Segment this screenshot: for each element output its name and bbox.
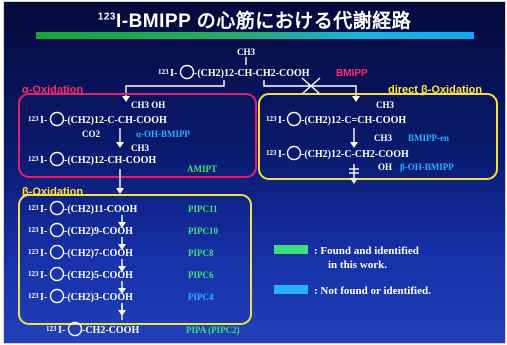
- arrow-head-alpha: [122, 96, 130, 102]
- beta-row-arrow-head: [118, 222, 126, 228]
- pipa-isotope: 123: [46, 325, 57, 333]
- beta-row-benzene-icon: [49, 244, 65, 260]
- beta-row-isotope: 123: [28, 204, 39, 212]
- direct-r1-isotope: 123: [266, 115, 277, 123]
- beta-row-arrow-head: [118, 266, 126, 272]
- direct-r2-iodine: I-: [278, 149, 285, 160]
- beta-row-isotope: 123: [28, 226, 39, 234]
- alpha-r1-sub: CH3 OH: [131, 100, 165, 110]
- beta-row-chain: -(CH2)5-COOH: [64, 270, 133, 281]
- pathway-diagram: CH3 123 I- -(CH2)12-CH-CH2-COOH BMIPP α-…: [18, 47, 498, 337]
- alpha-co2: CO2: [82, 129, 101, 139]
- beta-row-iodine: I-: [40, 270, 47, 281]
- direct-r1-sub: CH3: [376, 100, 395, 110]
- alpha-to-beta-arrow-head: [116, 188, 124, 194]
- beta-row-label: PIPC10: [188, 226, 218, 236]
- bmipp-structure: CH3 123 I- -(CH2)12-CH-CH2-COOH BMIPP: [158, 47, 368, 80]
- bmipp-benzene-icon: [179, 64, 195, 80]
- legend: : Found and identified in this work. : N…: [274, 245, 431, 297]
- alpha-r2-isotope: 123: [28, 155, 39, 163]
- beta-row-label: PIPC4: [188, 292, 214, 302]
- title-text: I-BMIPP の心筋における代謝経路: [115, 11, 412, 32]
- slide: 123I-BMIPP の心筋における代謝経路 CH3 123 I- -(CH2)…: [3, 1, 506, 344]
- direct-r2-label: β-OH-BMIPP: [400, 162, 454, 172]
- direct-r2-sub: CH3: [374, 133, 393, 143]
- beta-row-chain: -(CH2)7-COOH: [64, 248, 133, 259]
- beta-row-arrow-head: [118, 288, 126, 294]
- title-isotope: 123: [97, 11, 116, 23]
- arrow-head-direct: [352, 96, 360, 102]
- direct-r1-benzene-icon: [286, 111, 302, 127]
- alpha-r2-benzene-icon: [49, 151, 65, 167]
- beta-heading: β-Oxidation: [22, 186, 83, 198]
- beta-row-chain: -(CH2)9-COOH: [64, 226, 133, 237]
- legend-found-text-2: in this work.: [328, 259, 387, 271]
- bmipp-iodine: I-: [170, 68, 177, 79]
- alpha-heading: α-Oxidation: [22, 84, 83, 96]
- beta-row-benzene-icon: [49, 288, 65, 304]
- direct-box-border: [258, 93, 498, 180]
- alpha-r2-sub: CH3: [131, 143, 150, 153]
- beta-row-benzene-icon: [49, 266, 65, 282]
- alpha-r1-chain: -(CH2)12-C-CH-COOH: [64, 115, 167, 126]
- direct-r2-chain: -(CH2)12-C-CH2-COOH: [301, 149, 409, 160]
- direct-beta-oxidation-box: direct β-Oxidation CH3 123 I- -(CH2)12-C…: [258, 84, 498, 184]
- arrow-to-direct: [263, 80, 357, 98]
- bmipp-label: BMIPP: [336, 68, 368, 79]
- slide-title: 123I-BMIPP の心筋における代謝経路: [4, 6, 505, 33]
- legend-notfound-swatch: [274, 285, 308, 294]
- direct-inner-arrow-head: [350, 142, 358, 148]
- beta-row-arrow-head: [118, 244, 126, 250]
- alpha-r2-chain: -(CH2)12-CH-COOH: [64, 155, 156, 166]
- beta-row-label: PIPC8: [188, 248, 214, 258]
- pipa-benzene-icon: [67, 321, 83, 337]
- legend-found-swatch: [274, 245, 308, 254]
- pipa-label: PIPA (PIPC2): [186, 325, 240, 335]
- direct-r2-benzene-icon: [286, 145, 302, 161]
- title-color-bar: [36, 32, 474, 39]
- alpha-r1-iodine: I-: [40, 115, 47, 126]
- bmipp-isotope: 123: [158, 68, 169, 76]
- alpha-r2-label: AMIPT: [187, 164, 217, 174]
- beta-row-iodine: I-: [40, 248, 47, 259]
- alpha-r1-benzene-icon: [49, 111, 65, 127]
- blocked-cross-2: [301, 77, 321, 95]
- beta-row-benzene-icon: [49, 222, 65, 238]
- direct-r2-isotope: 123: [266, 149, 277, 157]
- alpha-inner-arrow-head: [116, 142, 124, 148]
- direct-r1-chain: -(CH2)12-C=CH-COOH: [301, 115, 406, 126]
- alpha-box-border: [18, 93, 257, 178]
- beta-row-label: PIPC11: [188, 204, 218, 214]
- bmipp-chain: -(CH2)12-CH-CH2-COOH: [194, 68, 310, 79]
- alpha-r2-iodine: I-: [40, 155, 47, 166]
- beta-row-chain: -(CH2)3-COOH: [64, 292, 133, 303]
- direct-r1-iodine: I-: [278, 115, 285, 126]
- direct-heading: direct β-Oxidation: [388, 84, 482, 96]
- beta-row-isotope: 123: [28, 248, 39, 256]
- direct-r2-oh: OH: [378, 162, 392, 172]
- beta-row-iodine: I-: [40, 204, 47, 215]
- legend-found-text: : Found and identified: [314, 245, 419, 257]
- beta-row-isotope: 123: [28, 292, 39, 300]
- direct-blocked-arrow-head: [350, 178, 358, 184]
- pipa-row: 123 I- -CH2-COOH PIPA (PIPC2): [46, 321, 240, 337]
- direct-r1-label: BMIPP-en: [408, 133, 449, 143]
- beta-row-isotope: 123: [28, 270, 39, 278]
- alpha-r1-isotope: 123: [28, 115, 39, 123]
- beta-row-chain: -(CH2)11-COOH: [64, 204, 138, 215]
- arrow-to-alpha: [125, 80, 225, 98]
- alpha-r1-label: α-OH-BMIPP: [136, 129, 191, 139]
- pipa-chain: -CH2-COOH: [82, 325, 139, 336]
- beta-row-iodine: I-: [40, 292, 47, 303]
- legend-notfound-text: : Not found or identified.: [314, 285, 431, 297]
- beta-row-iodine: I-: [40, 226, 47, 237]
- bmipp-ch3: CH3: [237, 47, 256, 57]
- beta-box-border: [18, 194, 252, 325]
- pipa-iodine: I-: [58, 325, 65, 336]
- alpha-oxidation-box: α-Oxidation CH3 OH 123 I- -(CH2)12-C-CH-…: [18, 84, 257, 178]
- beta-row-benzene-icon: [49, 200, 65, 216]
- beta-row-label: PIPC6: [188, 270, 214, 280]
